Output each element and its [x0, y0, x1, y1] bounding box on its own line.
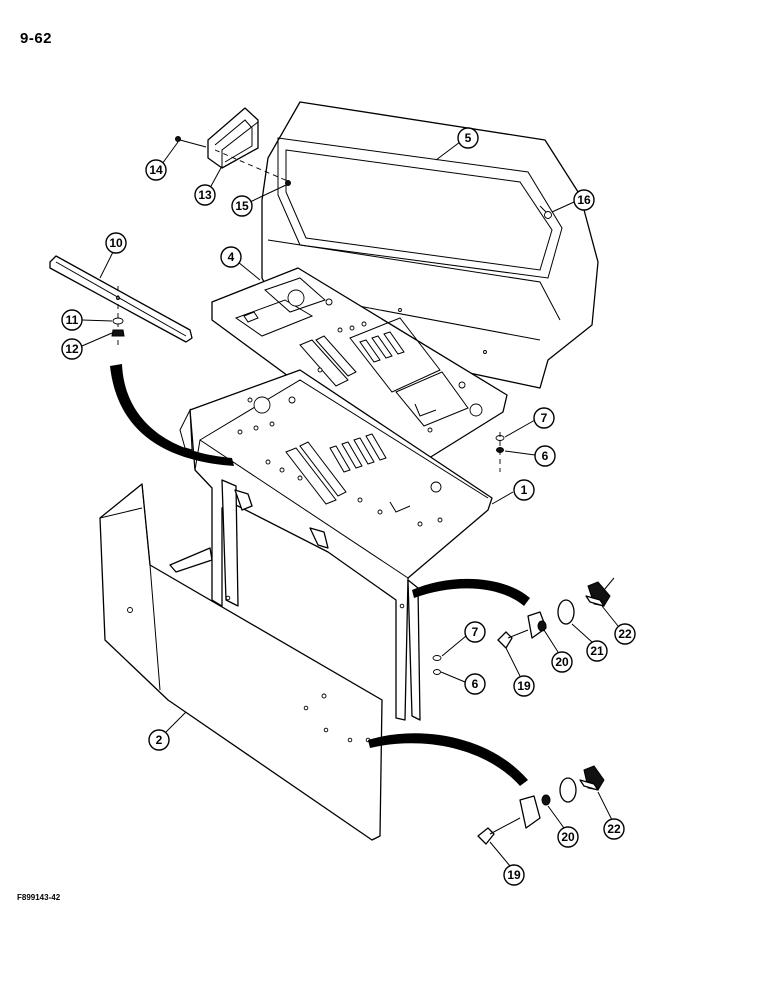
- callout-20-upper: 20: [543, 629, 573, 673]
- svg-text:11: 11: [66, 313, 79, 327]
- screw-part-15: [285, 180, 291, 186]
- svg-text:5: 5: [465, 131, 472, 145]
- nut-part-16: [539, 205, 552, 219]
- callout-10: 10: [99, 232, 127, 279]
- svg-text:7: 7: [541, 411, 548, 425]
- svg-text:14: 14: [149, 163, 163, 177]
- svg-text:21: 21: [590, 644, 604, 658]
- assembly-arrow-lower-right: [368, 733, 528, 786]
- callout-14: 14: [145, 141, 179, 181]
- svg-text:20: 20: [555, 655, 569, 669]
- callout-7-lower: 7: [441, 621, 486, 657]
- callout-15: 15: [231, 184, 287, 217]
- figure-code: F899143-42: [17, 893, 61, 902]
- page-number: 9-62: [20, 30, 53, 47]
- callout-19-lower: 19: [489, 841, 525, 886]
- callout-6-lower: 6: [440, 671, 486, 695]
- svg-text:13: 13: [198, 188, 212, 202]
- assembly-line-13: [214, 149, 291, 183]
- fastener-set-upper: [497, 577, 615, 649]
- screw-part-14: [175, 136, 207, 148]
- nut-part-12: [111, 329, 125, 337]
- callout-5: 5: [435, 127, 479, 161]
- callout-1: 1: [491, 479, 535, 505]
- assembly-arrow-upper-right: [412, 578, 530, 606]
- callout-11: 11: [61, 309, 113, 331]
- frame-part-1: [169, 369, 493, 721]
- svg-text:19: 19: [507, 868, 521, 882]
- svg-text:22: 22: [618, 627, 632, 641]
- svg-text:12: 12: [65, 342, 79, 356]
- nut-part-6-lower: [433, 669, 441, 675]
- svg-text:6: 6: [472, 677, 479, 691]
- svg-text:2: 2: [156, 733, 163, 747]
- svg-text:16: 16: [577, 193, 591, 207]
- washer-part-11: [112, 317, 124, 325]
- callout-22-upper: 22: [601, 605, 636, 645]
- svg-text:4: 4: [228, 250, 235, 264]
- strip-part-10: [49, 255, 193, 343]
- svg-text:15: 15: [235, 199, 249, 213]
- svg-text:22: 22: [607, 822, 621, 836]
- bracket-part-13: [207, 107, 259, 169]
- washer-part-7-lower: [432, 655, 442, 661]
- svg-text:6: 6: [542, 449, 549, 463]
- svg-text:19: 19: [517, 679, 531, 693]
- callout-16: 16: [551, 189, 595, 213]
- svg-text:1: 1: [521, 483, 528, 497]
- svg-text:10: 10: [109, 236, 123, 250]
- callout-21: 21: [571, 623, 608, 662]
- callout-12: 12: [61, 332, 113, 360]
- assembly-arrow-strip: [110, 364, 234, 466]
- svg-text:7: 7: [472, 625, 479, 639]
- callout-22-lower: 22: [597, 791, 625, 840]
- callout-2: 2: [148, 711, 187, 751]
- callout-7-upper: 7: [504, 407, 555, 438]
- callout-4: 4: [220, 246, 261, 281]
- fastener-set-lower: [477, 765, 605, 845]
- callout-13: 13: [194, 165, 223, 206]
- gasket-part-4: [211, 267, 508, 469]
- callout-6-upper: 6: [504, 445, 556, 467]
- callout-20-lower: 20: [547, 805, 579, 848]
- svg-text:20: 20: [561, 830, 575, 844]
- callout-19-upper: 19: [505, 647, 535, 697]
